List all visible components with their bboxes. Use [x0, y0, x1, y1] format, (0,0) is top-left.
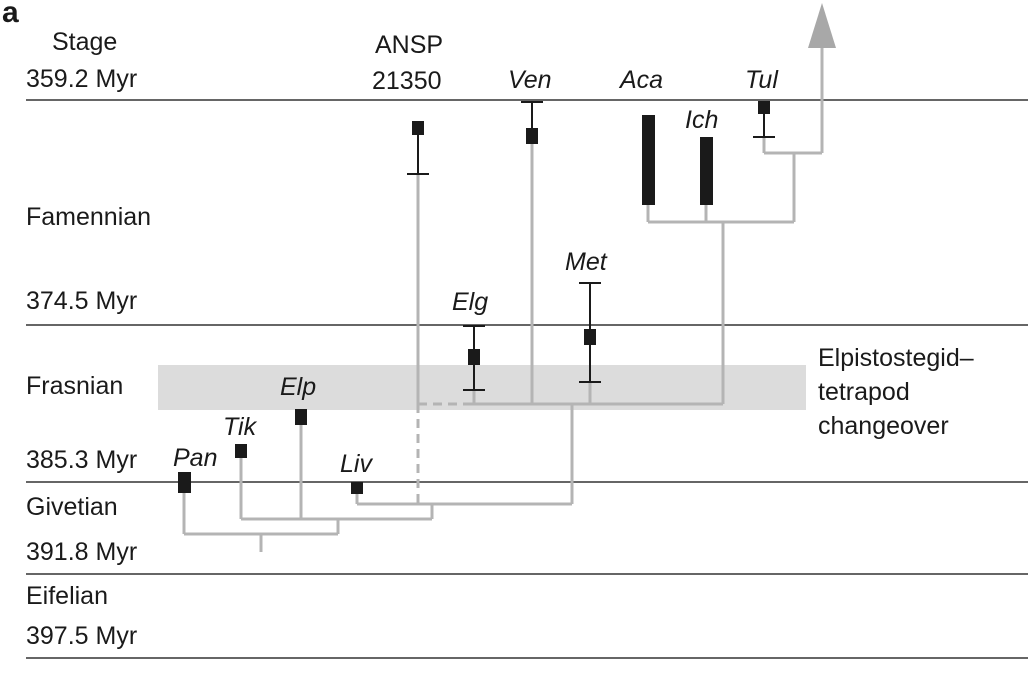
stage-header: Stage — [52, 28, 118, 56]
marker-ven — [526, 128, 538, 144]
age-391-8: 391.8 Myr — [26, 538, 138, 566]
stage-eifelian: Eifelian — [26, 582, 108, 610]
marker-elp — [295, 409, 307, 425]
age-374-5: 374.5 Myr — [26, 287, 138, 315]
arrow-head-icon — [808, 3, 836, 48]
marker-ich — [700, 137, 713, 205]
taxon-markers — [178, 101, 770, 494]
specimen-label-line2: 21350 — [372, 67, 442, 95]
changeover-label-line1: Elpistostegid– — [818, 344, 974, 372]
changeover-label-line3: changeover — [818, 412, 949, 440]
marker-liv — [351, 482, 363, 494]
taxon-label-pan: Pan — [173, 444, 218, 472]
tree-branches — [182, 46, 824, 552]
taxon-label-elg: Elg — [452, 288, 489, 316]
marker-met — [584, 329, 596, 345]
taxon-label-aca: Aca — [620, 66, 664, 94]
marker-aca — [642, 115, 655, 205]
age-385-3: 385.3 Myr — [26, 446, 138, 474]
marker-tul — [758, 101, 770, 114]
marker-tik — [235, 444, 247, 458]
taxon-label-ich: Ich — [685, 106, 719, 134]
taxon-label-elp: Elp — [280, 373, 317, 401]
stage-givetian: Givetian — [26, 493, 118, 521]
stage-frasnian: Frasnian — [26, 372, 124, 400]
age-359-2: 359.2 Myr — [26, 65, 138, 93]
age-397-5: 397.5 Myr — [26, 622, 138, 650]
changeover-label-line2: tetrapod — [818, 378, 910, 406]
stage-famennian: Famennian — [26, 203, 152, 231]
marker-pan — [178, 472, 191, 493]
taxon-label-tul: Tul — [745, 66, 778, 94]
marker-elg — [468, 349, 480, 365]
taxon-label-tik: Tik — [223, 413, 257, 441]
panel-label: a — [2, 0, 19, 29]
taxon-label-ven: Ven — [508, 66, 552, 94]
taxon-label-liv: Liv — [340, 450, 372, 478]
range-bars — [407, 101, 775, 391]
marker-ansp — [412, 121, 424, 135]
stage-boundaries — [26, 99, 1028, 659]
specimen-label-line1: ANSP — [375, 31, 444, 59]
taxon-label-met: Met — [565, 248, 607, 276]
